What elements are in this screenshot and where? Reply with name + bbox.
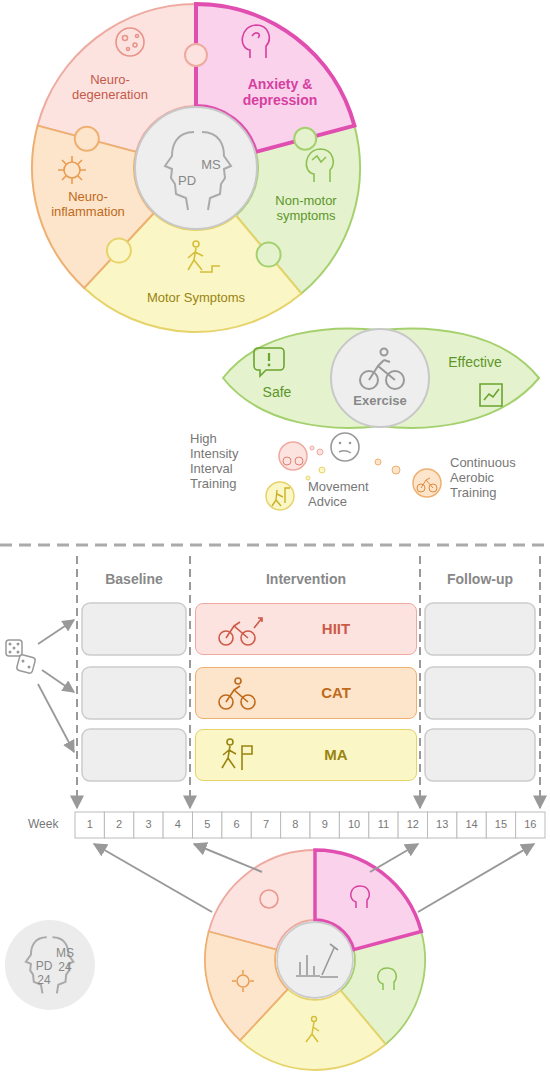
week-number: 15 [486, 818, 515, 831]
node-text: Effective [442, 354, 508, 370]
week-cell [134, 812, 163, 838]
divider [0, 544, 550, 547]
diagram-node: Anxiety & depression [228, 76, 332, 136]
node-text: PD [34, 960, 54, 974]
diagram-node: HIIT [195, 603, 417, 655]
week-cell [369, 812, 398, 838]
node-text: PD [176, 174, 198, 189]
week-number: 8 [281, 818, 310, 831]
week-cell [339, 812, 368, 838]
week-cells [75, 812, 545, 838]
week-cell [251, 812, 280, 838]
diagram-node: Exercise [330, 328, 430, 428]
node-text: Neuro- inflammation [45, 190, 131, 220]
phase-header: Follow-up [425, 571, 535, 587]
thought-bubbles [266, 433, 441, 510]
week-number: 10 [339, 818, 368, 831]
node-text: MA [296, 746, 376, 763]
node-shape [196, 604, 418, 656]
node-text: Motor Symptoms [138, 291, 254, 306]
node-text: Anxiety & depression [228, 76, 332, 108]
option-label: Movement Advice [308, 480, 380, 510]
node-text: MS [199, 158, 223, 173]
week-number: 13 [428, 818, 457, 831]
week-cell [75, 812, 104, 838]
week-number: 16 [516, 818, 545, 831]
node-text: CAT [296, 684, 376, 701]
axis-label: Week [28, 818, 72, 832]
week-number: 11 [369, 818, 398, 831]
week-number: 14 [457, 818, 486, 831]
phase-header: Baseline [82, 571, 186, 587]
week-cell [428, 812, 457, 838]
phase-header: Intervention [195, 571, 417, 587]
node-text: Exercise [332, 394, 428, 409]
node-shape [136, 108, 260, 232]
diagram-node: MA [195, 729, 417, 781]
week-number: 7 [251, 818, 280, 831]
diagram-node: Motor Symptoms [138, 291, 254, 351]
week-cell [457, 812, 486, 838]
week-cell [516, 812, 545, 838]
week-number: 6 [222, 818, 251, 831]
week-cell [486, 812, 515, 838]
phase-lines [77, 556, 540, 808]
week-cell [163, 812, 192, 838]
week-cell [398, 812, 427, 838]
node-text: HIIT [296, 620, 376, 637]
diagram-node: PD24MS24 [5, 920, 95, 1010]
week-number: 9 [310, 818, 339, 831]
node-text: Non-motor symptoms [271, 194, 341, 224]
node-text: 24 [34, 974, 54, 988]
week-number: 1 [75, 818, 104, 831]
week-cell [281, 812, 310, 838]
diagram-node: PDMS [134, 106, 258, 230]
puzzle-ring [32, 4, 360, 332]
bottom-ring [205, 850, 425, 1070]
node-text: Neuro- degeneration [62, 73, 158, 103]
node-shape [196, 668, 418, 720]
week-cell [222, 812, 251, 838]
diagram-node: CAT [195, 667, 417, 719]
week-number: 2 [104, 818, 133, 831]
diagram-node: Neuro- degeneration [62, 73, 158, 133]
week-cell [104, 812, 133, 838]
diagram-node: Neuro- inflammation [45, 190, 131, 250]
option-label: High Intensity Interval Training [190, 432, 264, 492]
week-number: 4 [163, 818, 192, 831]
random-arrows [38, 620, 74, 752]
ring-icons [58, 25, 333, 272]
node-text: MS [54, 947, 76, 961]
node-shape [196, 730, 418, 782]
week-number: 12 [398, 818, 427, 831]
diagram-node: Non-motor symptoms [271, 194, 341, 254]
week-cell [193, 812, 222, 838]
week-number: 3 [134, 818, 163, 831]
measurement-arrows [94, 844, 534, 912]
week-cell [310, 812, 339, 838]
node-shape [332, 330, 432, 430]
empty-phase-boxes [82, 603, 535, 781]
week-number: 5 [193, 818, 222, 831]
node-text: Safe [252, 384, 302, 400]
dice [6, 640, 36, 674]
option-label: Continuous Aerobic Training [450, 456, 538, 501]
node-text: 24 [54, 961, 76, 975]
